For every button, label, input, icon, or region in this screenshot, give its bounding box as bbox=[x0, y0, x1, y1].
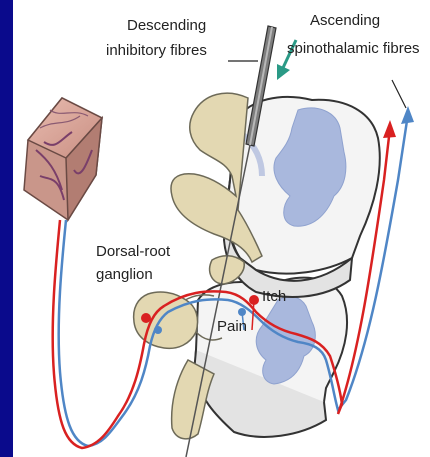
pain-arrowhead bbox=[401, 106, 414, 124]
skin-tissue-block bbox=[24, 98, 102, 220]
ascending-label-line2: spinothalamic fibres bbox=[287, 40, 420, 58]
dorsal-root-label-line2: ganglion bbox=[96, 266, 153, 284]
pain-label: Pain bbox=[217, 318, 247, 336]
dorsal-root-label-line1: Dorsal-root bbox=[96, 243, 170, 261]
itch-arrowhead bbox=[383, 120, 396, 138]
itch-ganglion-neuron bbox=[141, 313, 151, 323]
ascending-leader-line bbox=[392, 80, 406, 108]
itch-label: Itch bbox=[262, 288, 286, 306]
descending-label-line2: inhibitory fibres bbox=[106, 42, 207, 60]
pain-ganglion-neuron bbox=[154, 326, 162, 334]
descending-label-line1: Descending bbox=[127, 17, 206, 35]
spinal-cord-upper bbox=[224, 97, 380, 297]
ascending-label-line1: Ascending bbox=[310, 12, 380, 30]
